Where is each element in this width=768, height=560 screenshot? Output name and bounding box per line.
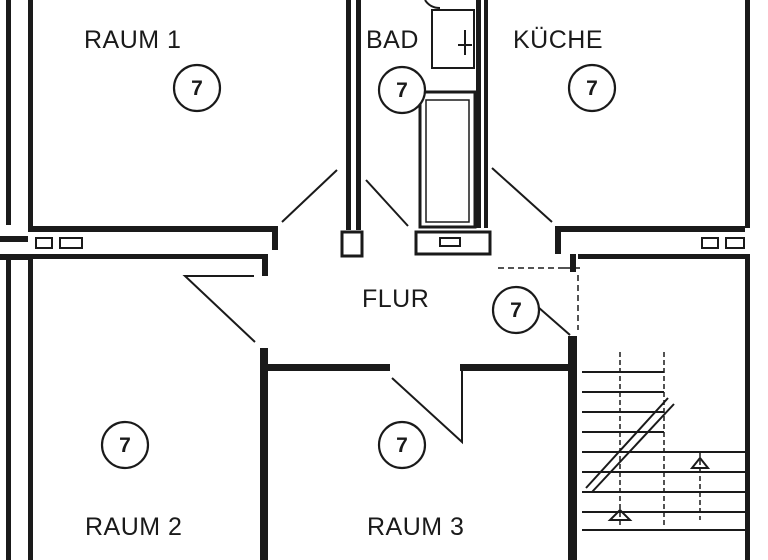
washbasin xyxy=(424,0,475,69)
badge-kueche-number: 7 xyxy=(586,77,598,100)
room-label-bad: BAD xyxy=(366,26,419,54)
badge-raum1-number: 7 xyxy=(191,77,203,100)
badge-flur: 7 xyxy=(491,285,541,335)
badge-kueche: 7 xyxy=(567,63,617,113)
room-label-kueche: KÜCHE xyxy=(513,26,603,54)
room-label-raum3: RAUM 3 xyxy=(367,513,464,541)
badge-flur-number: 7 xyxy=(510,299,522,322)
lower-walls xyxy=(260,336,577,560)
bathtub xyxy=(418,90,477,229)
door-swings xyxy=(182,167,580,445)
badge-raum3-number: 7 xyxy=(396,434,408,457)
wall-bad-kueche xyxy=(414,0,492,256)
wall-kueche-south xyxy=(555,226,745,272)
badge-bad: 7 xyxy=(377,65,427,115)
badge-raum2: 7 xyxy=(100,420,150,470)
badge-raum2-number: 7 xyxy=(119,434,131,457)
room-label-flur: FLUR xyxy=(362,285,429,313)
outer-walls xyxy=(0,0,750,560)
room-label-raum1: RAUM 1 xyxy=(84,26,181,54)
wall-raum1-south xyxy=(28,226,278,276)
wall-raum1-bad xyxy=(340,0,364,258)
room-label-raum2: RAUM 2 xyxy=(85,513,182,541)
badge-raum3: 7 xyxy=(377,420,427,470)
staircase xyxy=(582,352,745,531)
badge-bad-number: 7 xyxy=(396,79,408,102)
badge-raum1: 7 xyxy=(172,63,222,113)
